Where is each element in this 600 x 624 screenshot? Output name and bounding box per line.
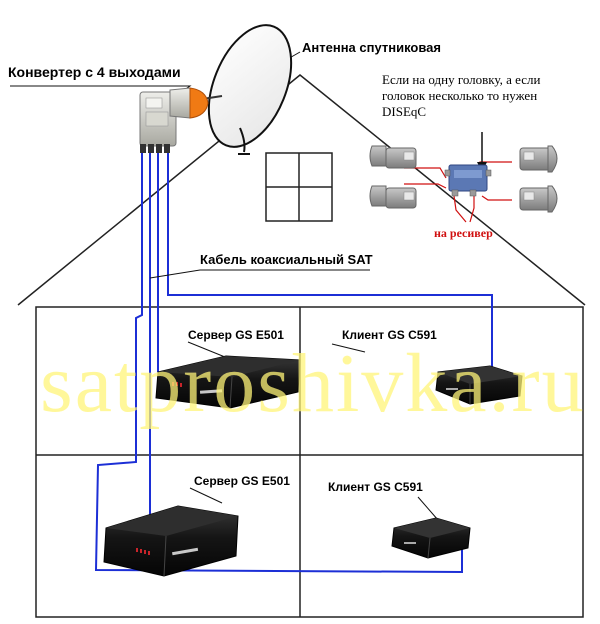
diseqc-note: Если на одну головку, а если головок нес… bbox=[382, 72, 540, 120]
receiver-client-top bbox=[435, 365, 523, 405]
diseqc-note-line-3: DISEqC bbox=[382, 104, 427, 119]
diseqc-note-line-2: головок несколько то нужен bbox=[382, 88, 538, 103]
label-cable: Кабель коаксиальный SAT bbox=[200, 252, 373, 267]
receiver-server-bottom bbox=[103, 505, 239, 577]
label-server-top: Сервер GS E501 bbox=[188, 328, 284, 342]
house-outline bbox=[17, 74, 586, 618]
lnb-top-right bbox=[519, 145, 558, 173]
label-to-receiver: на ресивер bbox=[434, 226, 493, 240]
receiver-server-top bbox=[155, 355, 301, 409]
label-server-bottom: Сервер GS E501 bbox=[194, 474, 290, 488]
diseqc-note-line-1: Если на одну головку, а если bbox=[382, 72, 541, 87]
quad-lnb-converter bbox=[139, 87, 209, 153]
receiver-client-bottom bbox=[391, 517, 471, 559]
label-client-top: Клиент GS C591 bbox=[342, 328, 437, 342]
lnb-bottom-left bbox=[369, 185, 417, 209]
label-antenna: Антенна спутниковая bbox=[302, 40, 441, 55]
diseqc-inset bbox=[369, 132, 558, 223]
coax-cables bbox=[94, 150, 493, 574]
lnb-top-left bbox=[369, 145, 417, 169]
satellite-dish bbox=[195, 24, 293, 155]
lnb-bottom-right bbox=[519, 185, 558, 213]
label-client-bottom: Клиент GS C591 bbox=[328, 480, 423, 494]
label-converter: Конвертер с 4 выходами bbox=[8, 64, 181, 80]
diseqc-switch bbox=[444, 164, 492, 197]
house-window bbox=[265, 152, 333, 222]
